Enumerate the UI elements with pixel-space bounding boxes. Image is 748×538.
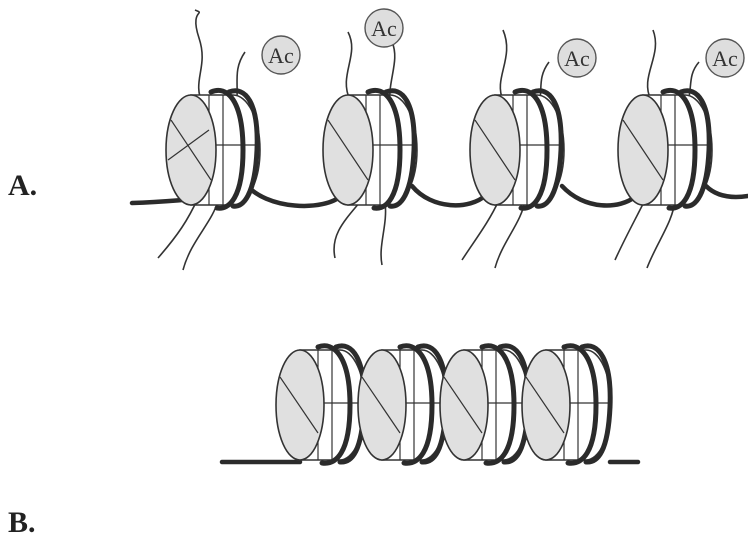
histone-face — [522, 350, 570, 460]
histone-face — [358, 350, 406, 460]
nucleosome-a4: Ac — [615, 30, 744, 268]
histone-tail — [381, 202, 386, 265]
histone-tail — [195, 10, 203, 105]
panel-b: B. — [8, 346, 638, 538]
nucleosome-a1: Ac — [158, 10, 300, 270]
panel-a: A. Ac — [8, 9, 748, 270]
histone-face — [440, 350, 488, 460]
histone-face — [276, 350, 324, 460]
histone-tail — [334, 202, 360, 258]
acetyl-label: Ac — [564, 46, 590, 71]
acetyl-label: Ac — [712, 46, 738, 71]
nucleosome-b3 — [440, 346, 529, 463]
nucleosome-b2 — [358, 346, 447, 463]
acetyl-label: Ac — [371, 16, 397, 41]
panel-b-label: B. — [8, 506, 36, 538]
nucleosome-b1 — [276, 346, 365, 463]
histone-tail — [183, 200, 218, 270]
histone-tail — [346, 32, 351, 100]
nucleosome-b4 — [522, 346, 611, 463]
histone-tail — [462, 200, 499, 260]
acetyl-group: Ac — [262, 36, 300, 74]
histone-tail — [500, 30, 506, 100]
nucleosome-a3: Ac — [462, 30, 596, 268]
nucleosome-a2: Ac — [323, 9, 417, 265]
acetyl-group: Ac — [365, 9, 403, 47]
panel-a-label: A. — [8, 169, 37, 202]
acetyl-label: Ac — [268, 43, 294, 68]
acetyl-group: Ac — [558, 39, 596, 77]
histone-tail — [648, 30, 656, 100]
acetyl-group: Ac — [706, 39, 744, 77]
histone-tail — [615, 200, 645, 260]
